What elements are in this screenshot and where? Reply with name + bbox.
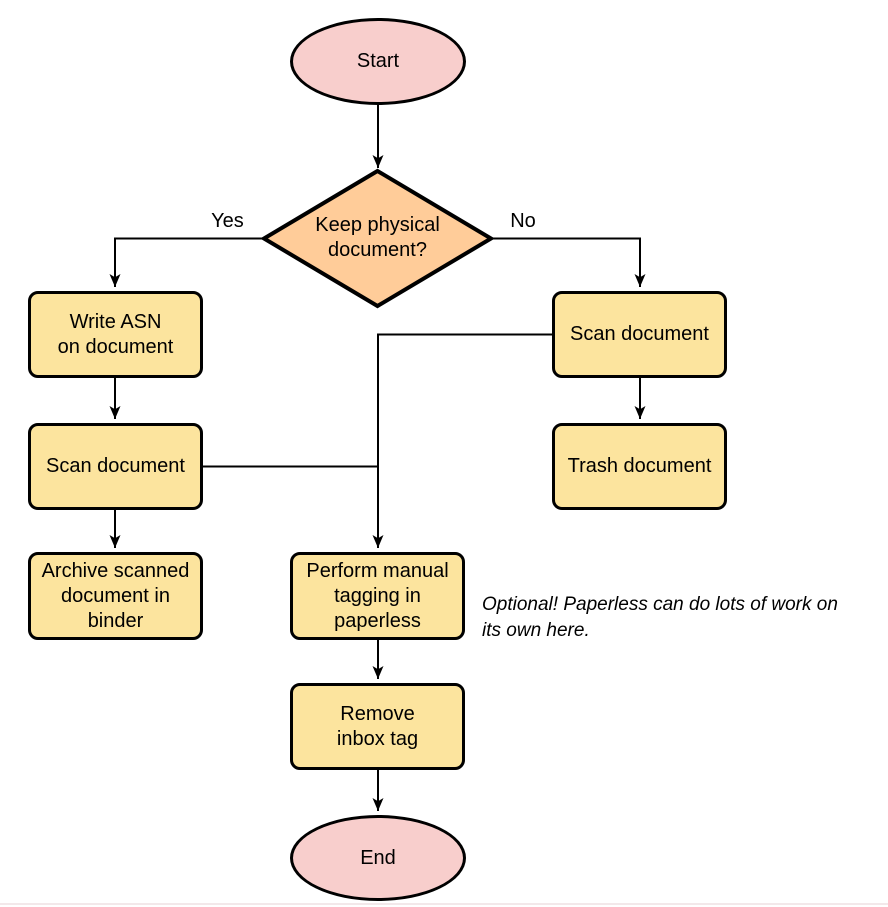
node-remove-inbox-tag-label: inbox tag xyxy=(336,727,419,750)
node-write-asn-label: Write ASN xyxy=(69,310,162,333)
node-trash-document-label: Trash document xyxy=(567,455,712,477)
edge-scan-right-to-tagging xyxy=(372,333,552,548)
edge-decision-no-to-scan-right xyxy=(491,237,646,287)
node-scan-document-left-label: Scan document xyxy=(46,455,185,477)
node-manual-tagging-label: paperless xyxy=(334,609,421,632)
node-archive-scanned-label: Archive scanned xyxy=(41,559,190,582)
node-scan-document-right-label: Scan document xyxy=(570,323,709,345)
node-manual-tagging-label: Perform manual xyxy=(306,559,449,582)
node-scan-document-left: Scan document xyxy=(28,423,203,510)
annotation-note-line: Optional! Paperless can do lots of work … xyxy=(482,594,838,615)
node-keep-physical-document-label: Keep physical document? xyxy=(265,213,490,263)
node-archive-scanned-label: document in xyxy=(61,584,170,607)
decision-label-line: document? xyxy=(328,239,427,261)
decision-diamond-shape xyxy=(260,168,495,309)
page-bottom-border xyxy=(0,903,888,905)
node-start-label: Start xyxy=(356,50,400,72)
node-write-asn-label: on document xyxy=(57,335,174,358)
node-trash-document: Trash document xyxy=(552,423,727,510)
edge-label-no: No xyxy=(510,210,536,232)
node-end: End xyxy=(290,815,466,901)
node-archive-scanned: Archive scanned document in binder xyxy=(28,552,203,640)
node-remove-inbox-tag: Remove inbox tag xyxy=(290,683,465,770)
node-manual-tagging: Perform manual tagging in paperless xyxy=(290,552,465,640)
node-remove-inbox-tag-label: Remove xyxy=(340,702,415,725)
annotation-note-line: its own here. xyxy=(482,620,590,641)
node-scan-document-right: Scan document xyxy=(552,291,727,378)
node-end-label: End xyxy=(360,846,396,869)
decision-label-line: Keep physical xyxy=(315,214,440,236)
node-start: Start xyxy=(290,18,466,105)
annotation-note: Optional! Paperless can do lots of work … xyxy=(482,592,884,644)
edge-decision-yes-to-write-asn xyxy=(109,237,264,287)
node-write-asn: Write ASN on document xyxy=(28,291,203,378)
node-manual-tagging-label: tagging in xyxy=(334,584,421,607)
node-archive-scanned-label: binder xyxy=(87,609,144,632)
edge-label-yes: Yes xyxy=(211,210,244,232)
